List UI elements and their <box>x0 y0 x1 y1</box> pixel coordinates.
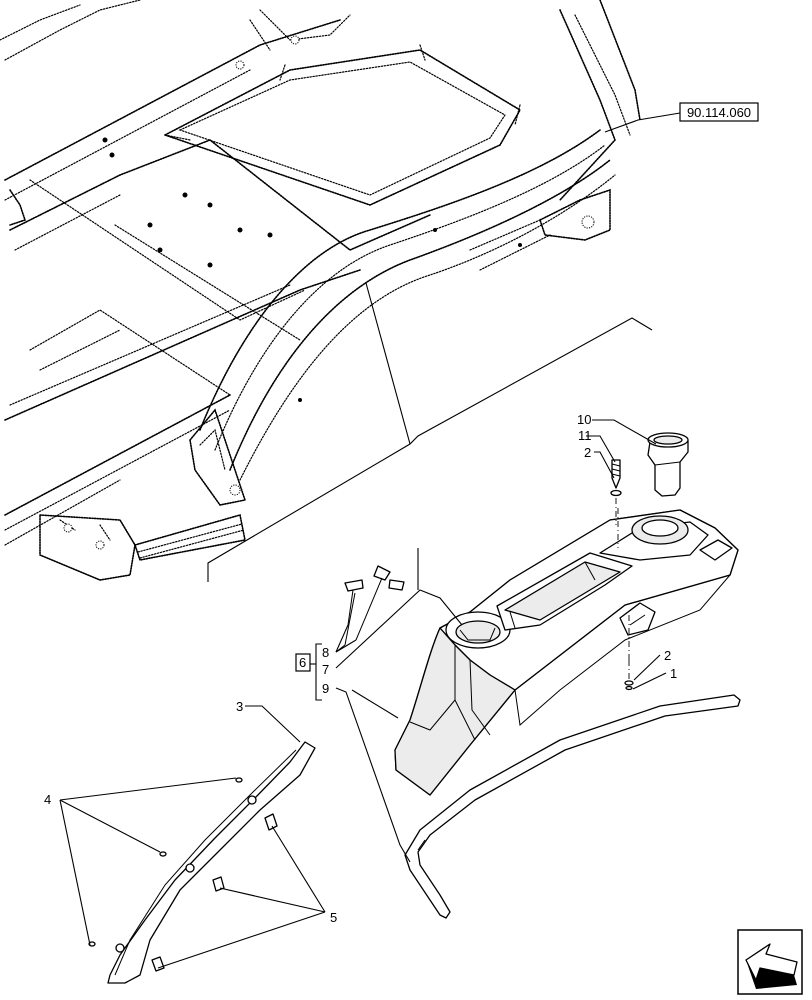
leader-lines <box>59 419 667 969</box>
trim-strip <box>107 741 316 984</box>
arrow-down-left-icon[interactable] <box>737 929 803 995</box>
chassis-frame <box>0 0 641 581</box>
callout-4[interactable]: 4 <box>44 792 51 807</box>
reference-leader <box>604 112 681 133</box>
screw-upper <box>610 459 622 497</box>
cable-ties <box>344 565 405 646</box>
callout-1[interactable]: 1 <box>670 666 677 681</box>
callout-3[interactable]: 3 <box>236 699 243 714</box>
reference-box[interactable]: 90.114.060 <box>679 102 759 122</box>
callout-7[interactable]: 7 <box>322 662 329 677</box>
callout-8[interactable]: 8 <box>322 645 329 660</box>
callout-11[interactable]: 11 <box>578 428 592 443</box>
section-cut-lines <box>207 282 653 582</box>
callout-9[interactable]: 9 <box>322 681 329 696</box>
callout-10[interactable]: 10 <box>577 412 591 427</box>
trim-fasteners <box>88 777 278 972</box>
reference-code[interactable]: 90.114.060 <box>687 105 751 120</box>
kit-box <box>295 653 311 672</box>
callout-6[interactable]: 6 <box>299 655 306 670</box>
callout-2-lower[interactable]: 2 <box>664 648 671 663</box>
callouts: 10 11 2 2 1 3 4 5 6 8 7 9 <box>44 412 677 925</box>
nut-lower <box>624 660 634 691</box>
callout-5[interactable]: 5 <box>330 910 337 925</box>
callout-2-upper[interactable]: 2 <box>584 445 591 460</box>
center-console <box>394 508 739 796</box>
seal-strip <box>404 694 741 919</box>
cup-insert <box>647 432 689 497</box>
